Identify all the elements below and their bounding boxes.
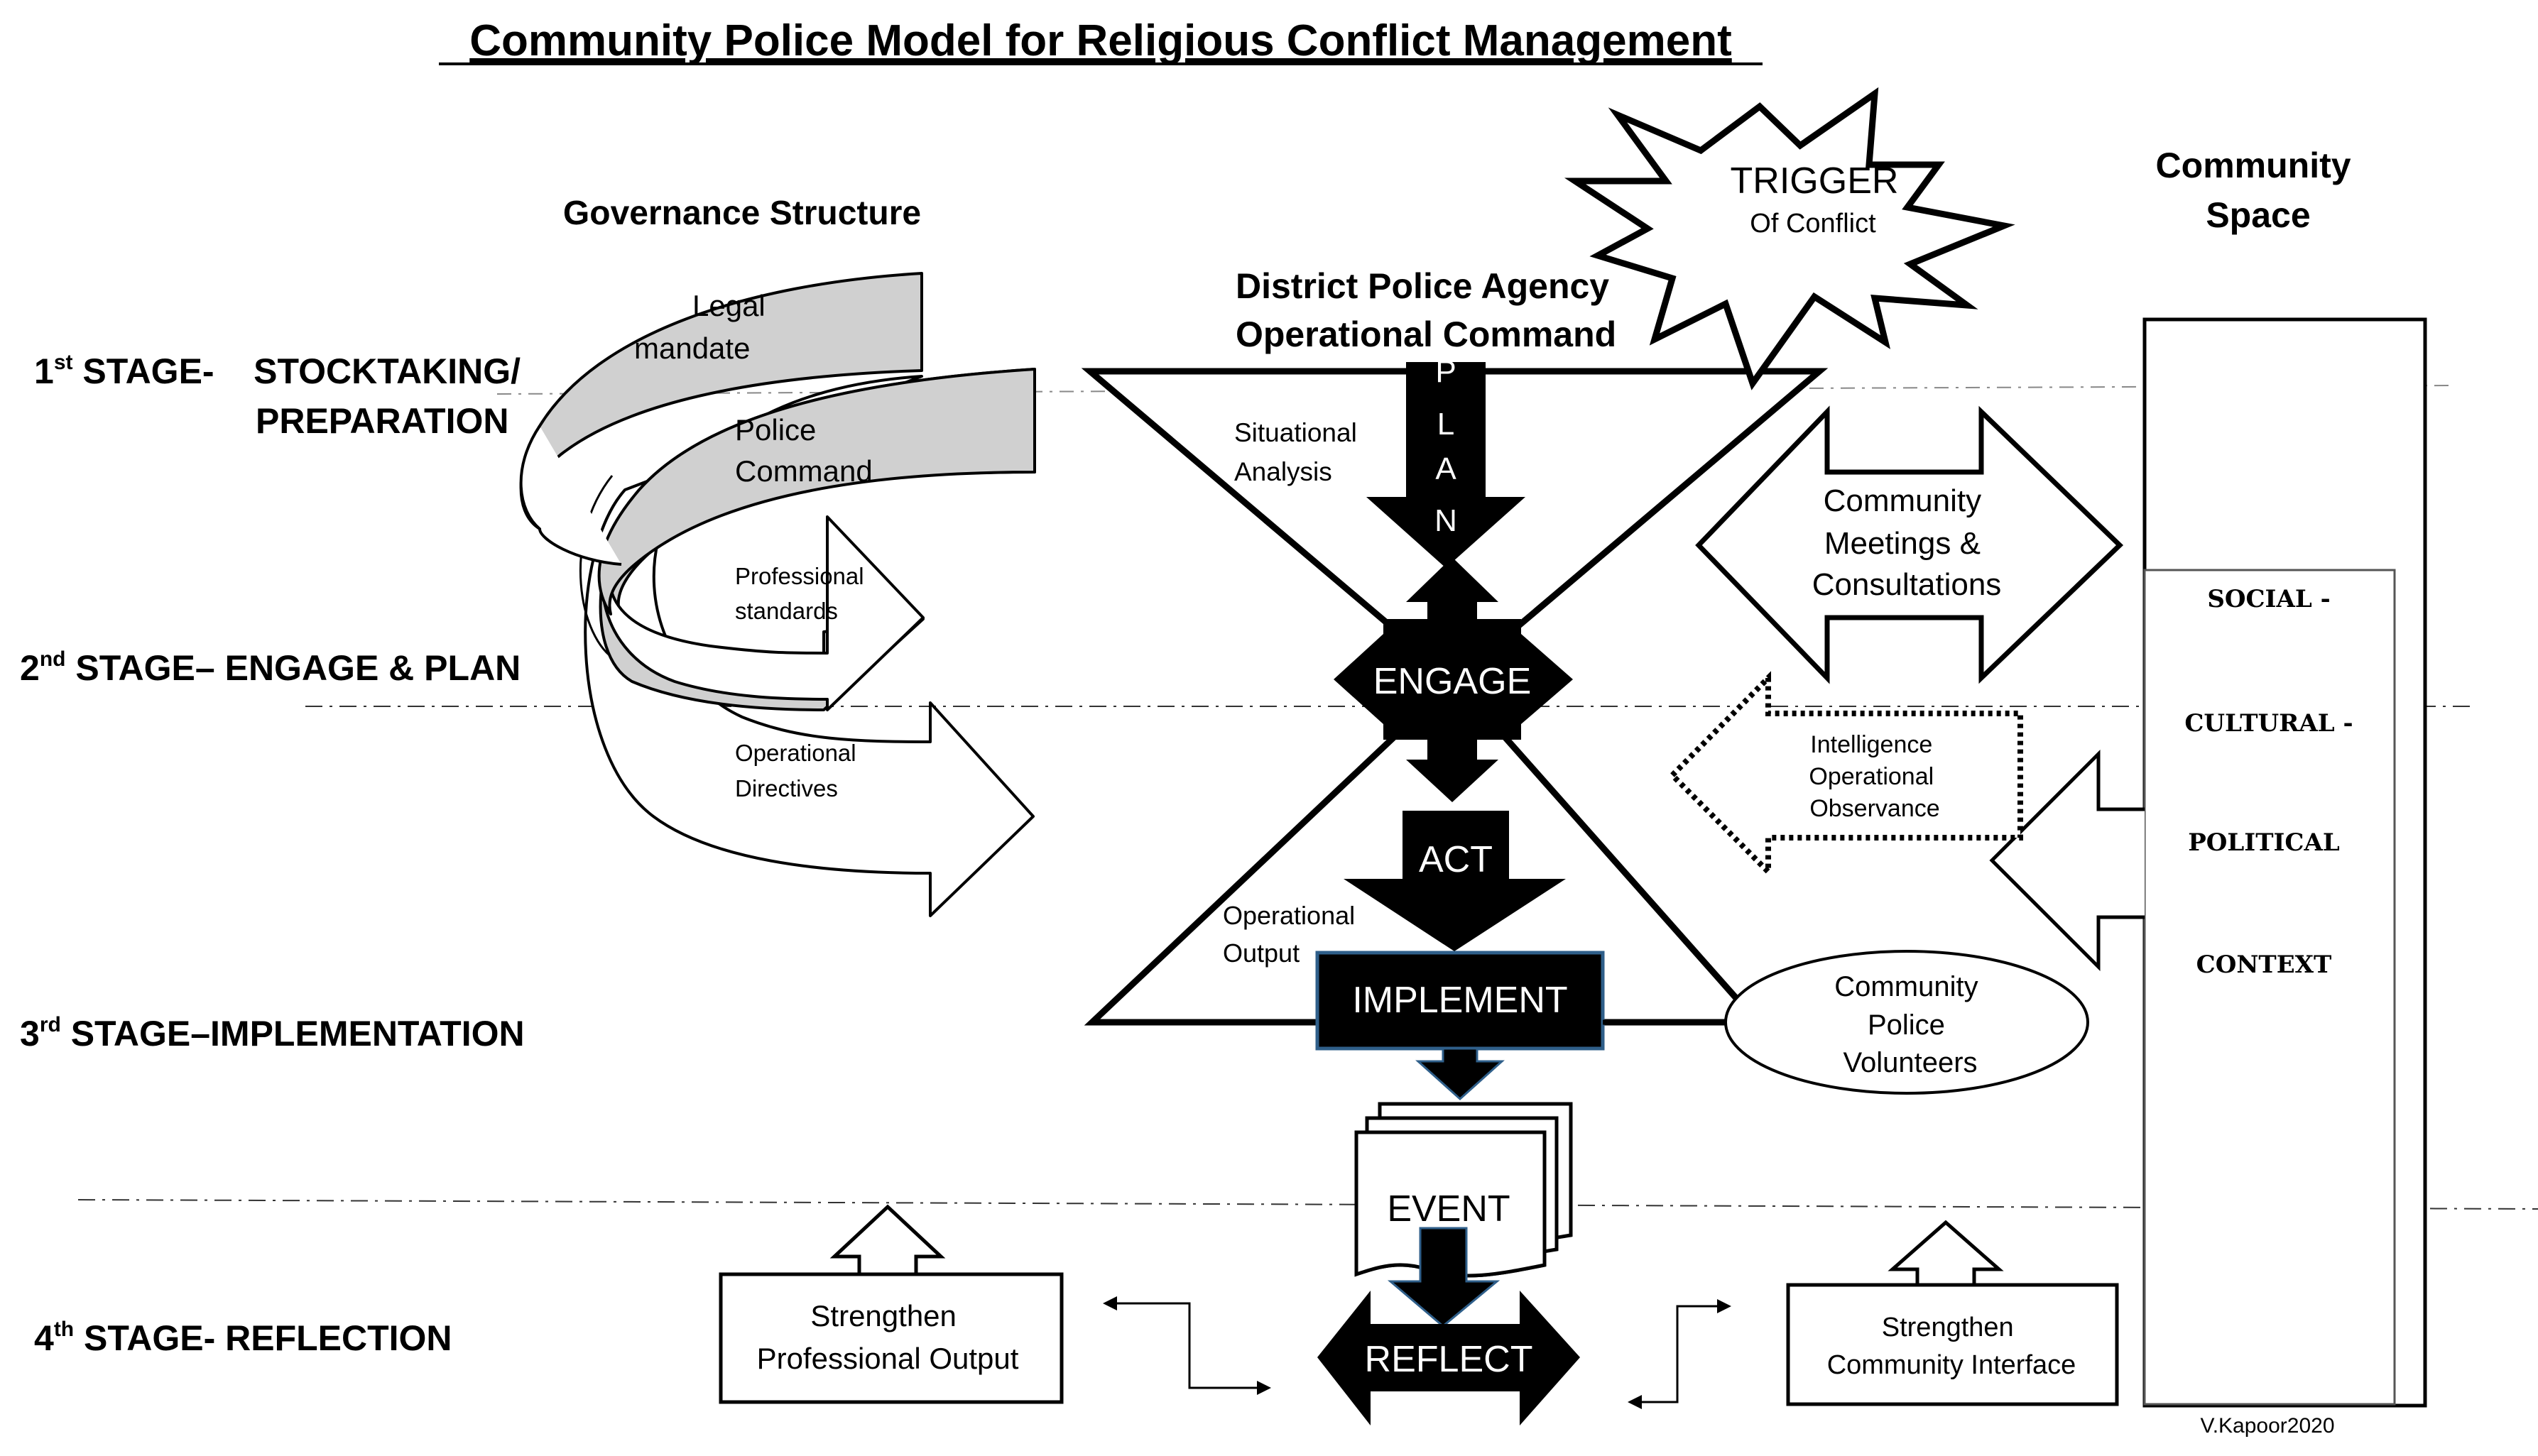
plan-letter-n: N [1434, 503, 1457, 538]
plan-letter-l: L [1437, 407, 1454, 442]
professional-standards-arrow [601, 515, 925, 711]
plan-letter-p: P [1435, 354, 1456, 389]
reflect-community-connector [1642, 1305, 1719, 1403]
context-context: CONTEXT [2196, 951, 2332, 979]
author-credit: V.Kapoor2020 [2200, 1414, 2334, 1438]
context-box [2143, 569, 2396, 1406]
community-meetings-label: Community Meetings & Consultations [1812, 483, 2002, 602]
connector-right-arrowhead-a [1628, 1395, 1642, 1409]
implement-box [1315, 951, 1605, 1051]
plan-arrow [1366, 362, 1525, 568]
stage-2-label: 2nd STAGE– ENGAGE & PLAN [20, 647, 521, 688]
operational-output-label: Operational Output [1223, 901, 1362, 968]
strengthen-professional-label: Strengthen Professional Output [757, 1299, 1019, 1375]
trigger-sublabel: Of Conflict [1750, 209, 1876, 239]
act-label: ACT [1419, 839, 1493, 880]
diagram-title: Community Police Model for Religious Con… [469, 16, 1731, 65]
strengthen-community-up-arrow [1888, 1220, 2004, 1288]
community-volunteers-oval [1724, 950, 2089, 1095]
connector-right-arrowhead-b [1717, 1299, 1731, 1313]
community-meetings-double-arrow [1695, 405, 2124, 684]
community-space-heading: Community Space [2156, 146, 2361, 235]
strengthen-community-label: Strengthen Community Interface [1827, 1313, 2076, 1380]
reflect-double-arrow [1317, 1291, 1580, 1425]
police-command-band [597, 368, 1036, 615]
community-volunteers-label: Community Police Volunteers [1834, 971, 1986, 1078]
intelligence-label: Intelligence Operational Observance [1809, 731, 1940, 822]
police-command-label: Police Command [735, 413, 873, 488]
stage-1-label-line2: PREPARATION [256, 401, 509, 441]
strengthen-professional-up-arrow [829, 1204, 946, 1280]
reflect-professional-connector [1111, 1302, 1257, 1389]
connector-left-arrowhead-a [1103, 1296, 1117, 1310]
context-social: SOCIAL - [2207, 585, 2330, 613]
intelligence-dotted-arrow [1668, 671, 2023, 879]
event-to-reflect-arrow [1387, 1227, 1501, 1328]
stage-4-label: 4th STAGE- REFLECTION [34, 1318, 452, 1358]
stage-3-label: 3rd STAGE–IMPLEMENTATION [20, 1013, 525, 1053]
legal-mandate-arrow [519, 272, 923, 566]
plan-letter-a: A [1435, 451, 1456, 486]
stage-divider-3 [77, 1199, 2538, 1210]
strengthen-community-box [1786, 1283, 2119, 1406]
engage-four-way-arrow [1334, 557, 1573, 802]
strengthen-professional-box [719, 1272, 1064, 1404]
reflect-label: REFLECT [1365, 1339, 1533, 1380]
trigger-label: TRIGGER [1731, 160, 1899, 202]
legal-mandate-label: Legal mandate [634, 289, 773, 365]
community-input-arrow [1989, 749, 2145, 972]
event-document-stack [1354, 1102, 1573, 1278]
context-cultural: CULTURAL - [2184, 709, 2353, 738]
connector-left-arrowhead-b [1257, 1381, 1271, 1395]
act-arrow [1344, 811, 1566, 951]
implement-label: IMPLEMENT [1352, 980, 1567, 1021]
context-political: POLITICAL [2188, 828, 2340, 857]
governance-heading: Governance Structure [563, 195, 921, 232]
implement-to-event-arrow [1415, 1047, 1505, 1101]
trigger-starburst [1564, 87, 2015, 390]
agency-heading: District Police Agency Operational Comma… [1236, 266, 1619, 354]
stage-1-label: 1st STAGE- STOCKTAKING/ [34, 351, 521, 391]
professional-standards-label: Professional standards [735, 563, 871, 624]
situational-analysis-label: Situational Analysis [1234, 418, 1364, 486]
engage-label: ENGAGE [1373, 661, 1532, 702]
event-label: EVENT [1387, 1188, 1510, 1230]
operational-directives-label: Operational Directives [735, 740, 863, 801]
